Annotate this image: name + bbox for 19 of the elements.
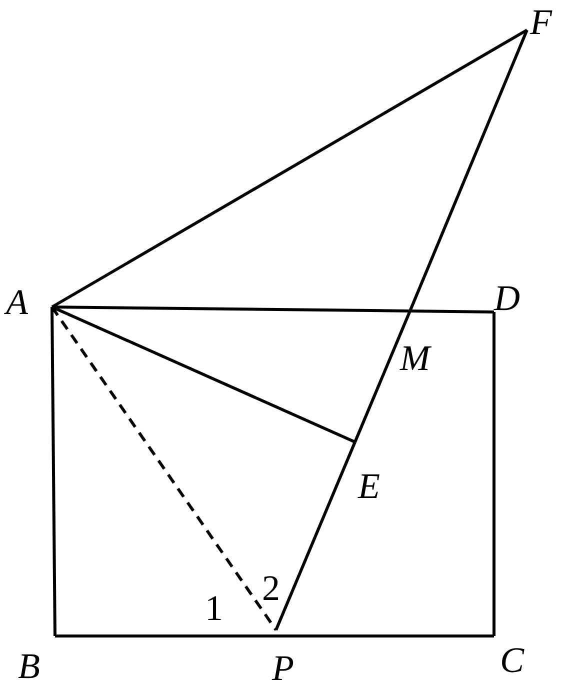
angle-label: 1	[205, 590, 223, 626]
line-segment	[408, 29, 528, 312]
point-label: C	[500, 642, 524, 678]
line-segment	[410, 310, 494, 314]
line-segment	[492, 312, 496, 636]
dashed-line-segment	[50, 306, 278, 631]
line-segment	[354, 310, 412, 443]
point-label: A	[6, 284, 28, 320]
line-segment	[51, 28, 528, 308]
point-label: F	[530, 4, 552, 40]
line-segment	[50, 306, 56, 636]
line-segment	[55, 634, 494, 638]
line-segment	[274, 441, 356, 631]
point-label: M	[400, 340, 430, 376]
point-label: B	[18, 648, 40, 684]
angle-label: 2	[262, 570, 280, 606]
point-label: D	[494, 280, 520, 316]
point-label: E	[358, 468, 380, 504]
point-label: P	[272, 650, 294, 686]
